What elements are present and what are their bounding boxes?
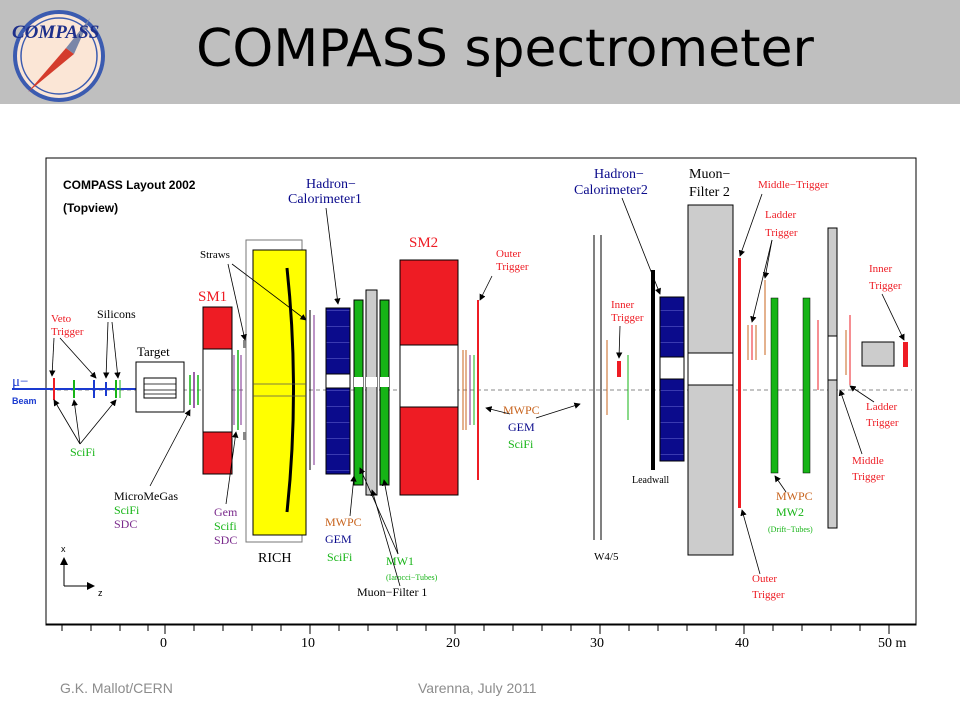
leadwall-label: Leadwall: [632, 475, 669, 486]
ladder-trigger-bottom-2: Trigger: [866, 417, 899, 429]
gem-label: Gem: [214, 505, 238, 519]
middle-trigger-bottom-1: Middle: [852, 455, 884, 467]
inner-trigger-right-1: Inner: [869, 263, 893, 275]
muon-filter2-line2: Filter 2: [689, 185, 730, 200]
footer-event: Varenna, July 2011: [418, 680, 537, 696]
scale-tick-30: 30: [590, 636, 604, 650]
veto-trigger-line1: Veto: [51, 313, 72, 325]
inner-trigger-right-2: Trigger: [869, 280, 902, 292]
pointer-arrows: [49, 193, 905, 587]
sm1-magnet: [202, 306, 233, 475]
hcal2-line1: Hadron−: [594, 167, 644, 182]
hcal2: [659, 296, 685, 462]
micromegas-scifi-label: SciFi: [114, 503, 140, 517]
rich-mirror: [285, 267, 295, 513]
inner-trigger-mid-2: Trigger: [611, 312, 644, 324]
outer-trigger-top-2: Trigger: [496, 261, 529, 273]
mwpc1-label: MWPC: [325, 515, 362, 529]
gem-scifi-label: Scifi: [214, 519, 237, 533]
mwpc2-label: MWPC: [503, 403, 540, 417]
hcal1-line1: Hadron−: [306, 177, 356, 192]
compass-logo: COMPASS: [12, 10, 105, 102]
mwpc3-label: MWPC: [776, 489, 813, 503]
spectrometer-diagram: COMPASS Layout 2002 (Topview) μ− Beam Ta…: [12, 157, 917, 650]
mw2-label: MW2: [776, 505, 804, 519]
scale-tick-20: 20: [446, 636, 460, 650]
mw1-muon-filter1: [353, 289, 390, 496]
downstream-stations: [738, 227, 908, 529]
w45-label: W4/5: [594, 551, 619, 563]
ladder-trigger-bottom-1: Ladder: [866, 401, 897, 413]
scale-tick-50: 50 m: [878, 636, 907, 650]
gem-sdc-label: SDC: [214, 533, 237, 547]
scifi2-label: SciFi: [508, 437, 534, 451]
micromegas-sdc-label: SDC: [114, 517, 137, 531]
straws-label: Straws: [200, 249, 230, 261]
mw2-sub-label: (Drift−Tubes): [768, 525, 813, 534]
layout-title: COMPASS Layout 2002: [63, 178, 196, 192]
beam-label: Beam: [12, 396, 37, 406]
beam-particle: μ−: [12, 374, 29, 390]
hcal1: [325, 307, 351, 475]
scale-tick-0: 0: [160, 636, 167, 650]
scale-tick-10: 10: [301, 636, 315, 650]
upstream-detectors: [53, 378, 121, 400]
mw1-sub-label: (Iarocci−Tubes): [386, 573, 438, 582]
inner-trigger-mid-1: Inner: [611, 299, 635, 311]
scifi1-label: SciFi: [327, 550, 353, 564]
outer-trigger-bottom-2: Trigger: [752, 589, 785, 601]
micromegas-label: MicroMeGas: [114, 489, 178, 503]
veto-trigger-line2: Trigger: [51, 326, 84, 338]
outer-trigger-bottom-1: Outer: [752, 573, 777, 585]
sm2-magnet: [399, 259, 459, 496]
rich-vessel: [252, 249, 307, 536]
scale-ruler: [46, 623, 916, 634]
layout-subtitle: (Topview): [63, 201, 118, 215]
middle-trigger-bottom-2: Trigger: [852, 471, 885, 483]
target-inner: [143, 377, 177, 399]
muon-filter2-line1: Muon−: [689, 167, 730, 182]
title-bar: [0, 0, 960, 104]
slide-title: COMPASS spectrometer: [196, 19, 814, 79]
gem-scifi-stations: [189, 350, 242, 430]
axis-z-label: z: [98, 588, 103, 598]
scale-tick-40: 40: [735, 636, 749, 650]
sm1-label: SM1: [198, 289, 227, 305]
ladder-trigger-top-1: Ladder: [765, 209, 796, 221]
hcal2-line2: Calorimeter2: [574, 183, 648, 198]
footer-author: G.K. Mallot/CERN: [60, 680, 173, 696]
axis-x-label: x: [61, 544, 66, 554]
rich-label: RICH: [258, 551, 291, 566]
mid-stations: [606, 340, 629, 420]
logo-text: COMPASS: [12, 22, 99, 43]
leadwall: [651, 270, 655, 470]
mwpc-gem-stations: [462, 300, 479, 480]
silicons-label: Silicons: [97, 307, 136, 321]
hcal1-line2: Calorimeter1: [288, 192, 362, 207]
outer-trigger-top-1: Outer: [496, 248, 521, 260]
gem1-label: GEM: [325, 532, 352, 546]
muon-filter2: [687, 204, 734, 556]
scifi-left-label: SciFi: [70, 445, 96, 459]
target-label: Target: [137, 344, 170, 359]
middle-trigger-top-label: Middle−Trigger: [758, 179, 829, 191]
ladder-trigger-top-2: Trigger: [765, 227, 798, 239]
muon-filter1-label: Muon−Filter 1: [357, 585, 427, 599]
coordinate-axes: [60, 557, 95, 590]
gem2-label: GEM: [508, 420, 535, 434]
mw1-label: MW1: [386, 554, 414, 568]
sm2-label: SM2: [409, 235, 438, 251]
